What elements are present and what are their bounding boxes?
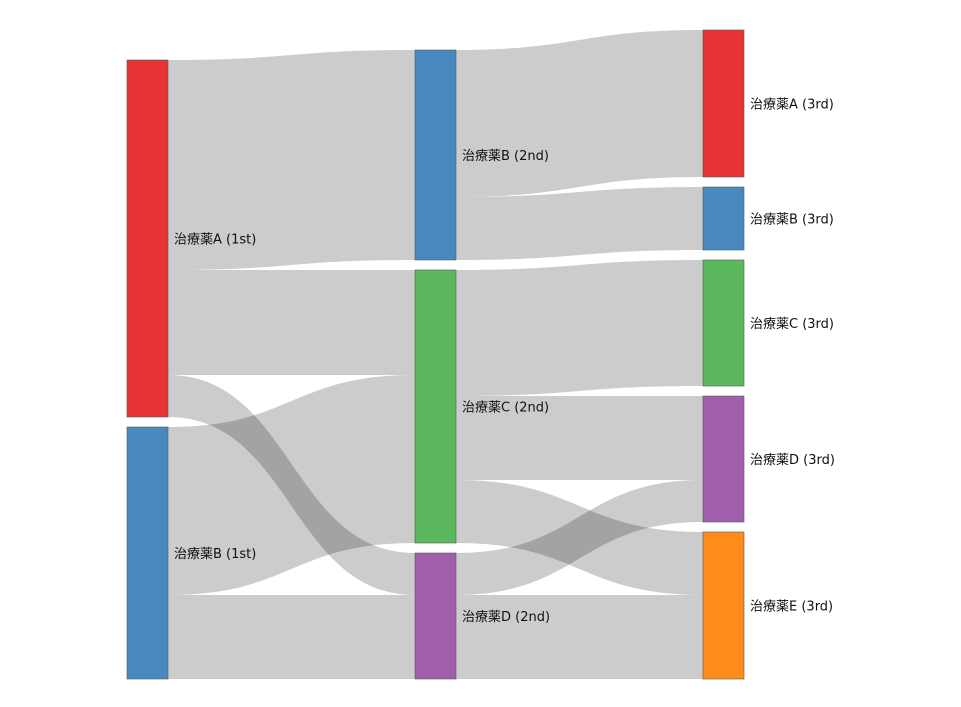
node-B3[interactable] [702,186,745,251]
link-B2-A3[interactable] [456,30,703,197]
nodes-layer: 治療薬A (1st) 治療薬B (1st) 治療薬B (2nd) 治療薬C (2nd)… [126,29,835,680]
node-E3[interactable] [702,531,745,680]
link-A1-C2[interactable] [168,270,415,375]
links-layer [168,30,703,679]
node-label-A3: 治療薬A (3rd) [750,98,834,113]
node-label-B3: 治療薬B (3rd) [750,213,834,228]
node-label-C3: 治療薬C (3rd) [750,317,834,332]
node-D2[interactable] [414,552,457,680]
link-C2-E3[interactable] [456,480,703,595]
node-C2[interactable] [414,269,457,544]
link-D2-D3[interactable] [456,480,703,595]
link-D2-E3[interactable] [456,595,703,679]
link-B1-C2[interactable] [168,375,415,595]
node-A1[interactable] [126,59,169,418]
link-B1-D2[interactable] [168,595,415,679]
link-A1-B2[interactable] [168,50,415,270]
node-label-E3: 治療薬E (3rd) [750,600,833,615]
node-A3[interactable] [702,29,745,178]
node-C3[interactable] [702,259,745,387]
node-label-B1: 治療薬B (1st) [174,547,256,562]
link-C2-C3[interactable] [456,260,703,396]
link-B2-B3[interactable] [456,187,703,260]
node-B1[interactable] [126,426,169,680]
link-A1-D2[interactable] [168,375,415,595]
node-D3[interactable] [702,395,745,523]
node-label-D2: 治療薬D (2nd) [462,610,550,625]
node-label-C2: 治療薬C (2nd) [462,401,549,416]
node-label-A1: 治療薬A (1st) [174,233,256,248]
node-label-B2: 治療薬B (2nd) [462,149,549,164]
node-B2[interactable] [414,49,457,261]
link-C2-D3[interactable] [456,396,703,480]
node-label-D3: 治療薬D (3rd) [750,453,835,468]
